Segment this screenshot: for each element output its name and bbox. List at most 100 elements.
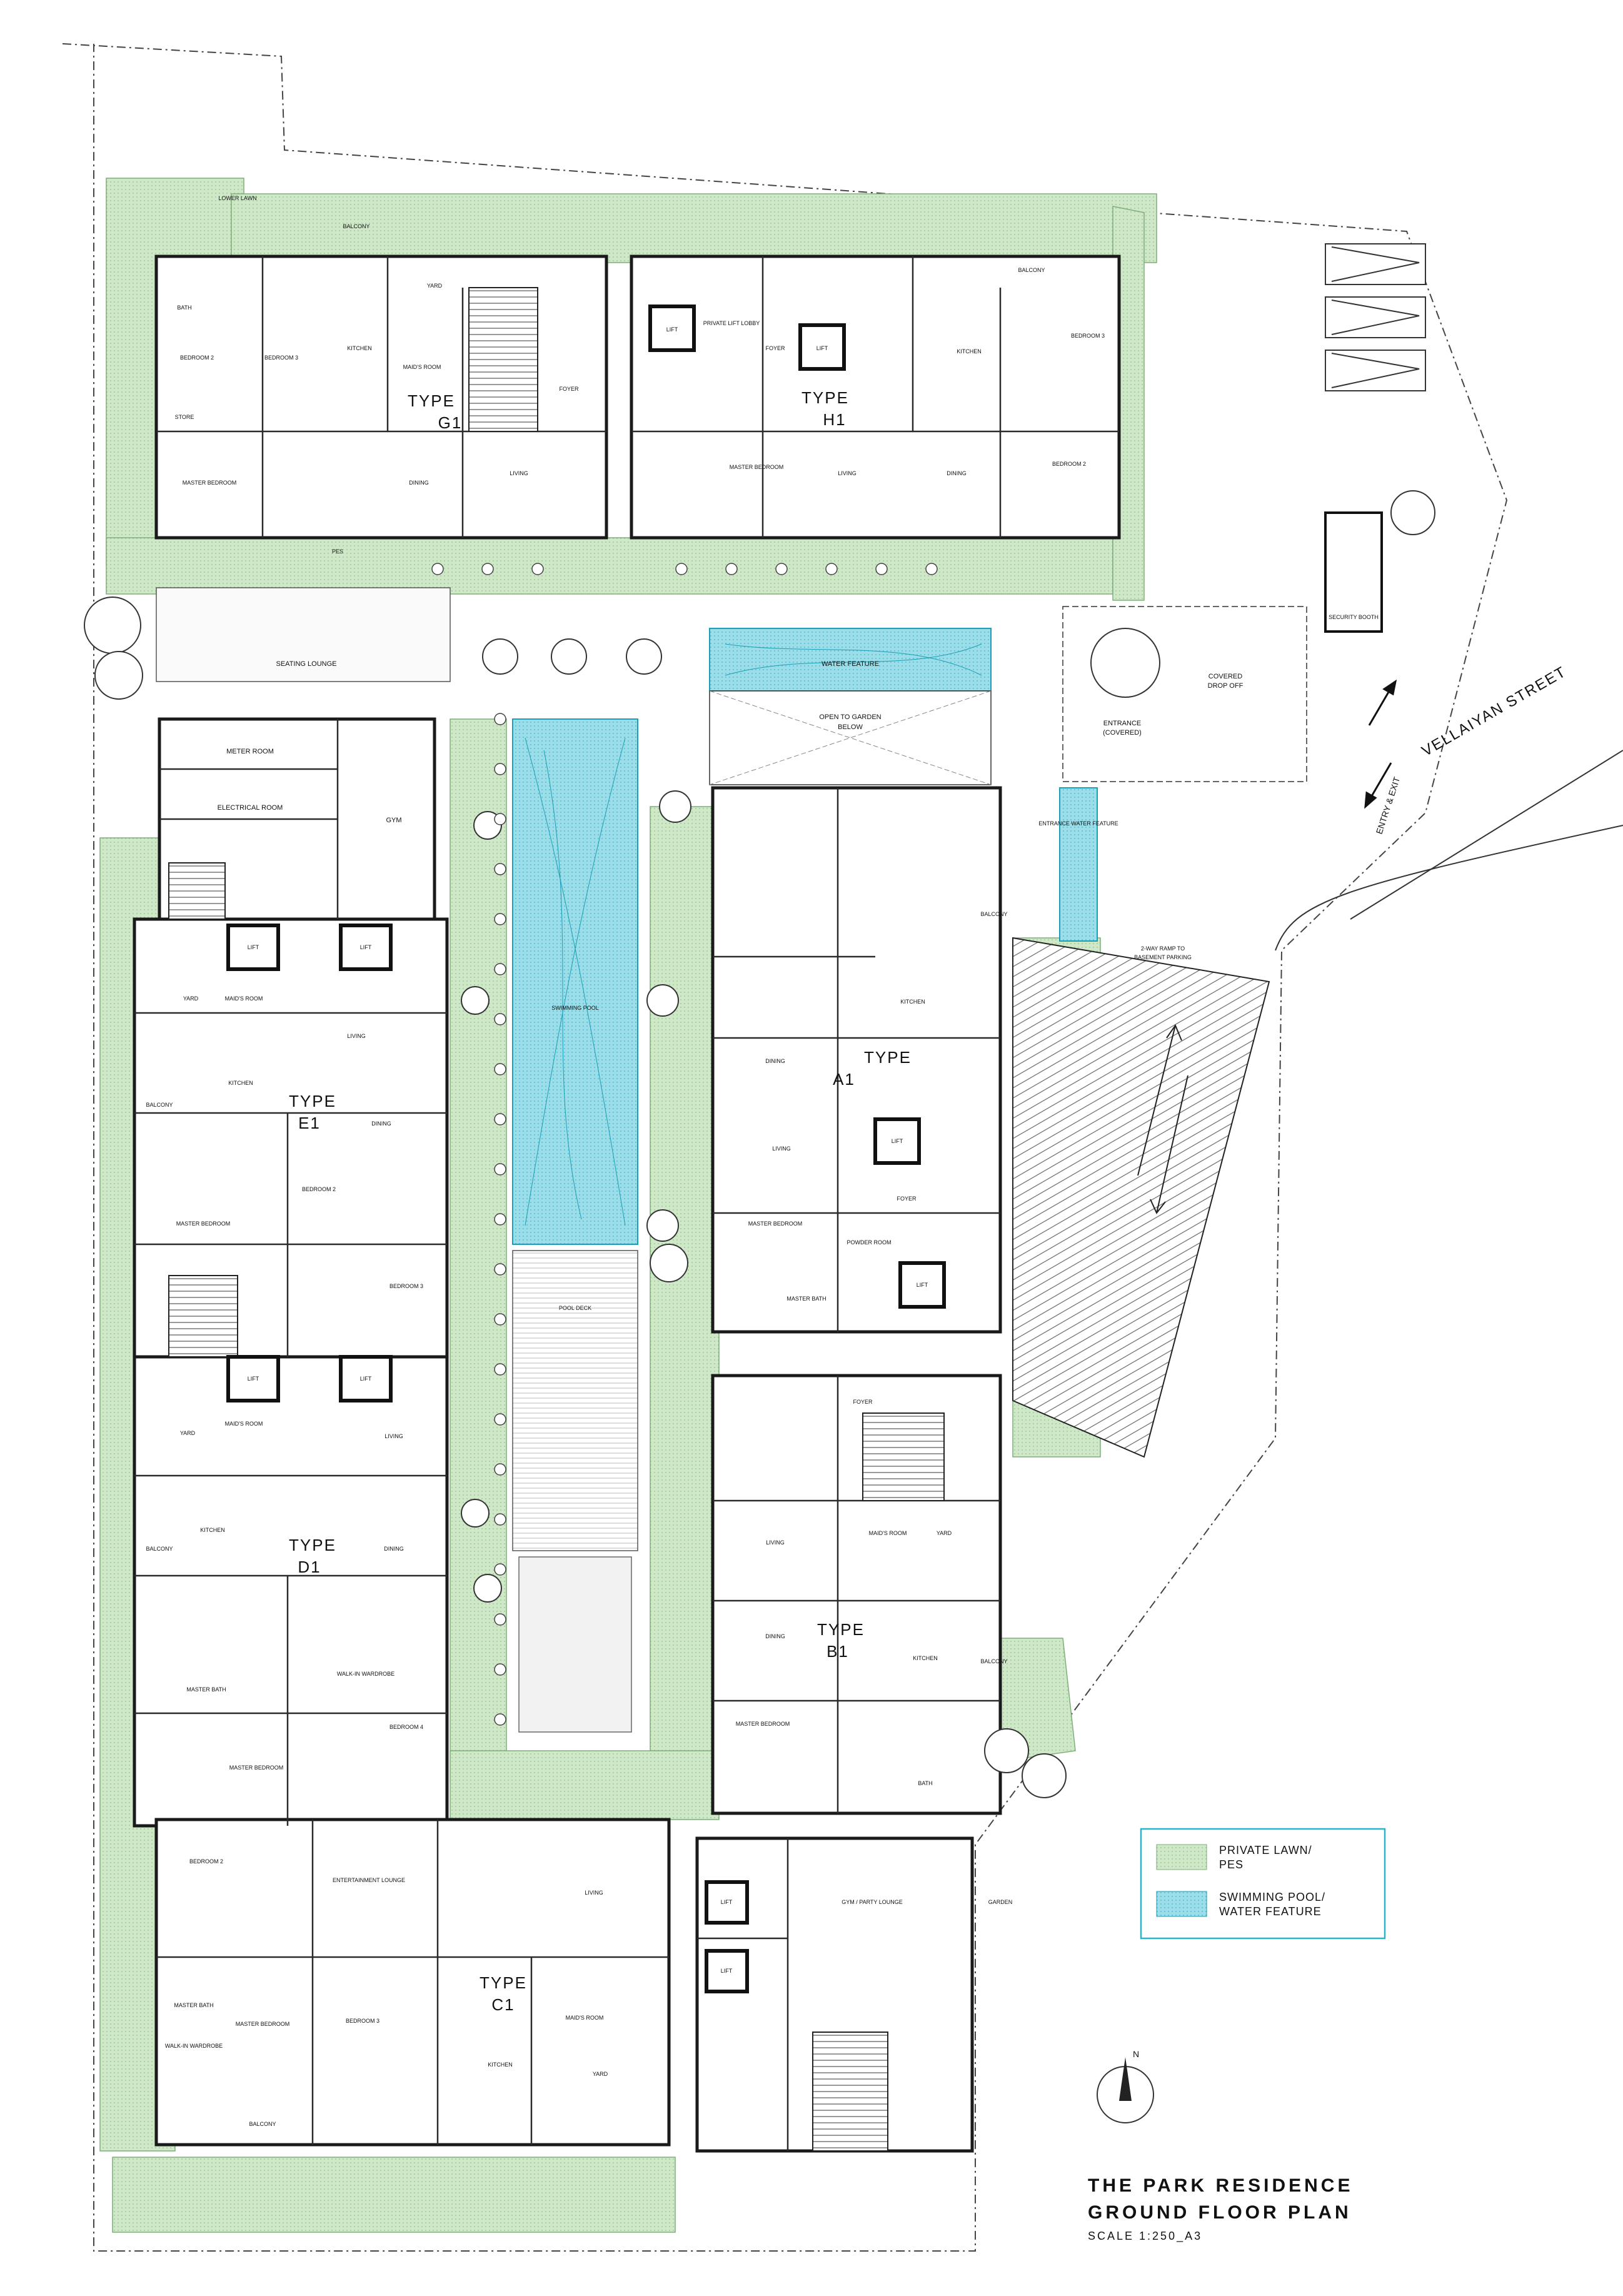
room-master-bedroom: MASTER BEDROOM xyxy=(736,1721,790,1727)
room-yard: YARD xyxy=(593,2071,608,2077)
seating-lounge-area xyxy=(156,587,451,682)
room-master-bedroom: MASTER BEDROOM xyxy=(730,464,784,470)
room-master-bedroom: MASTER BEDROOM xyxy=(176,1221,231,1227)
lift-label: LIFT xyxy=(721,1968,733,1974)
swimming-pool xyxy=(512,718,638,1245)
unit-label-h1-type: TYPE xyxy=(801,388,849,407)
room-bedroom-3: BEDROOM 3 xyxy=(264,355,298,361)
unit-label-h1-code: H1 xyxy=(823,410,846,429)
unit-label-g1-type: TYPE xyxy=(408,391,455,410)
pool-ripples xyxy=(525,643,982,1226)
hedge-dots xyxy=(431,563,938,1726)
entrance-water-feature-label: ENTRANCE WATER FEATURE xyxy=(1038,820,1118,827)
drop-off-label: DROP OFF xyxy=(1208,682,1244,690)
room-balcony: BALCONY xyxy=(249,2121,276,2127)
gym-label: GYM xyxy=(386,817,401,824)
room-yard: YARD xyxy=(183,995,199,1002)
room-powder: POWDER ROOM xyxy=(847,1239,892,1246)
unit-b1 xyxy=(711,1374,1002,1815)
entrance-label: ENTRANCE xyxy=(1103,720,1142,727)
boundary-markers xyxy=(1325,243,1426,391)
room-dining: DINING xyxy=(947,470,967,476)
road-curve xyxy=(1275,825,1623,951)
room-balcony: BALCONY xyxy=(1018,267,1045,273)
room-store: STORE xyxy=(175,414,194,420)
open-to-garden-label: OPEN TO GARDEN xyxy=(819,713,881,721)
room-dining: DINING xyxy=(765,1058,785,1064)
entrance-covered-label: (COVERED) xyxy=(1103,729,1142,737)
seating-lounge-label: SEATING LOUNGE xyxy=(276,660,337,668)
room-maids: MAID'S ROOM xyxy=(869,1530,907,1536)
lift-label: LIFT xyxy=(360,944,372,950)
room-living: LIVING xyxy=(585,1890,603,1896)
room-maids: MAID'S ROOM xyxy=(225,1421,263,1427)
water-feature-label: WATER FEATURE xyxy=(822,660,879,668)
swimming-pool-label: SWIMMING POOL xyxy=(551,1005,599,1011)
ramp xyxy=(1012,937,1270,1458)
stair-cores xyxy=(168,287,945,2152)
room-foyer: FOYER xyxy=(765,345,785,351)
title-block: THE PARK RESIDENCE GROUND FLOOR PLAN SCA… xyxy=(1088,2175,1352,2243)
ramp-arrows xyxy=(1137,1024,1188,1214)
ramp-label-1: 2-WAY RAMP TO xyxy=(1141,945,1185,952)
lift-label: LIFT xyxy=(917,1282,928,1288)
unit-label-d1-code: D1 xyxy=(298,1558,321,1576)
unit-d1 xyxy=(133,1355,449,1828)
room-master-bath: MASTER BATH xyxy=(174,2002,213,2008)
room-yard: YARD xyxy=(180,1430,196,1436)
pes-label: PES xyxy=(332,548,343,555)
lift-label: LIFT xyxy=(721,1899,733,1905)
lawn-north-top xyxy=(231,193,1157,263)
water-feature xyxy=(709,628,992,692)
room-yard: YARD xyxy=(937,1530,952,1536)
room-living: LIVING xyxy=(510,470,528,476)
unit-label-c1-type: TYPE xyxy=(480,1973,527,1992)
room-balcony: BALCONY xyxy=(980,1658,1007,1664)
partitions xyxy=(134,256,1119,2151)
security-booth xyxy=(1324,511,1383,633)
room-master-bedroom: MASTER BEDROOM xyxy=(183,480,237,486)
lift-boxes xyxy=(226,305,946,1993)
north-arrow: N xyxy=(1097,2049,1154,2123)
lift-label: LIFT xyxy=(360,1376,372,1382)
site-boundary xyxy=(62,43,1508,2252)
room-foyer: FOYER xyxy=(897,1196,917,1202)
lift-label: LIFT xyxy=(892,1138,903,1144)
legend-label-lawn-1: PRIVATE LAWN/ xyxy=(1219,1844,1312,1856)
room-balcony: BALCONY xyxy=(980,911,1007,917)
garden-label: GARDEN xyxy=(988,1899,1013,1905)
lift-label: LIFT xyxy=(817,345,828,351)
room-dining: DINING xyxy=(409,480,429,486)
room-bath: BATH xyxy=(918,1780,932,1786)
pool-deck xyxy=(512,1250,638,1551)
room-bedroom-2: BEDROOM 2 xyxy=(189,1858,223,1865)
covered-drop-off xyxy=(1062,606,1307,782)
room-foyer: FOYER xyxy=(559,386,579,392)
plan-scale: SCALE 1:250_A3 xyxy=(1088,2230,1202,2243)
room-master-bedroom: MASTER BEDROOM xyxy=(748,1221,803,1227)
lift-label: LIFT xyxy=(248,944,259,950)
room-yard: YARD xyxy=(427,283,443,289)
lawn-north-strip xyxy=(106,537,1113,595)
room-kitchen: KITCHEN xyxy=(488,2062,513,2068)
street-edge xyxy=(1350,750,1623,920)
below-label: BELOW xyxy=(838,723,863,731)
room-labels: LIVING DINING KITCHEN FOYER MAID'S ROOM … xyxy=(146,223,1105,2127)
room-master-bedroom: MASTER BEDROOM xyxy=(236,2021,290,2027)
lawn-south-west xyxy=(112,2157,676,2233)
unit-label-d1-type: TYPE xyxy=(289,1536,336,1554)
room-living: LIVING xyxy=(347,1033,366,1039)
water-features xyxy=(512,628,1098,1245)
lift-label: LIFT xyxy=(248,1376,259,1382)
room-dining: DINING xyxy=(765,1633,785,1639)
electrical-room-label: ELECTRICAL ROOM xyxy=(218,804,283,812)
plan-subtitle: GROUND FLOOR PLAN xyxy=(1088,2202,1352,2223)
area-labels: SEATING LOUNGE WATER FEATURE OPEN TO GAR… xyxy=(218,195,1379,1905)
unit-label-c1-code: C1 xyxy=(491,1995,515,2014)
legend-label-water-1: SWIMMING POOL/ xyxy=(1219,1891,1325,1903)
private-lift-lobby-label: PRIVATE LIFT LOBBY xyxy=(703,320,760,326)
unit-label-e1-type: TYPE xyxy=(289,1092,336,1110)
room-kitchen: KITCHEN xyxy=(200,1527,225,1533)
unit-a1 xyxy=(711,786,1002,1334)
unit-label-a1-code: A1 xyxy=(833,1070,855,1089)
